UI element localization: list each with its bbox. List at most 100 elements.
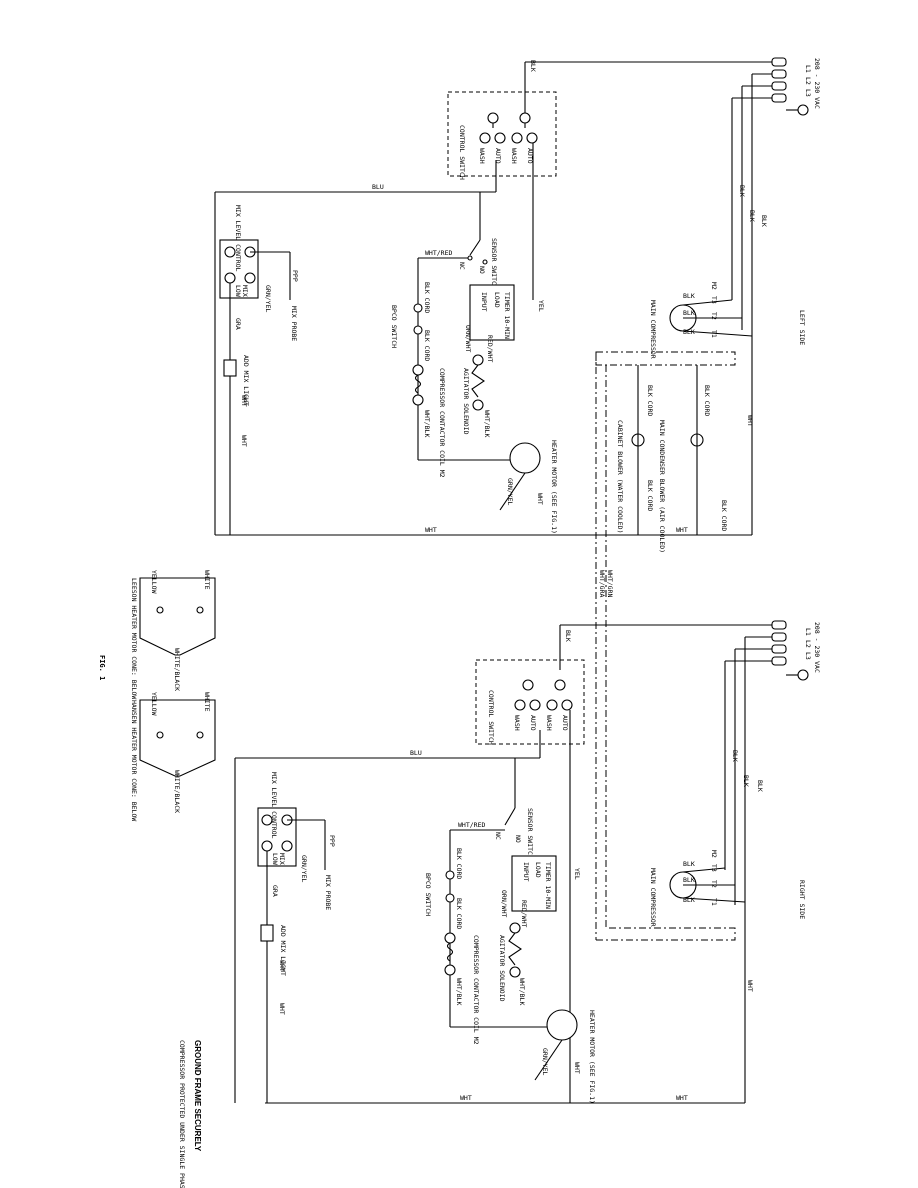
left-wire-blk-top: BLK xyxy=(529,60,537,72)
right-wire-blu: BLU xyxy=(410,749,422,757)
right-mix-probe: MIX PROBE xyxy=(324,875,332,910)
left-wire-blk-v3: BLK xyxy=(760,215,768,227)
right-main-compressor-label: MAIN COMPRESSOR xyxy=(649,868,657,927)
note-ground: GROUND FRAME SECURELY xyxy=(193,1040,202,1152)
left-sensor-no: NO xyxy=(478,266,486,274)
right-sensor-switch: SENSOR SWITCH xyxy=(526,808,534,859)
left-blk-cord-f: BLK CORD xyxy=(720,500,728,531)
right-control-switch-title: CONTROL SWITCH xyxy=(487,690,495,745)
right-mix-low: LOW xyxy=(271,853,279,865)
right-mix-label: MIX xyxy=(278,853,286,865)
right-wire-grn-yel: GRN/YEL xyxy=(300,855,308,882)
right-heater-motor xyxy=(546,1009,578,1041)
left-blk-cord-d: BLK CORD xyxy=(646,480,654,511)
right-m2: M2 xyxy=(710,850,718,858)
wire-wht-gra: WHT/GRA xyxy=(598,570,606,597)
right-mix-level-title: MIX LEVEL CONTROL xyxy=(270,772,278,839)
left-heater-motor-label: HEATER MOTOR (SEE FIG.1) xyxy=(550,440,558,534)
right-switch-wash-1: WASH xyxy=(513,715,521,731)
left-t1: T1 xyxy=(710,330,718,338)
right-wire-blk-c3: BLK xyxy=(683,896,695,904)
left-wire-blk-c3: BLK xyxy=(683,328,695,336)
right-l1: L1 xyxy=(804,628,812,636)
interconnect-lines: WHT/GRN WHT/GRA xyxy=(595,351,736,941)
right-add-mix-light-label: ADD MIX LIGHT xyxy=(279,925,287,976)
right-timer-title: TIMER 10-MIN xyxy=(544,862,552,909)
right-timer-load: LOAD xyxy=(534,862,542,878)
right-wire-orn-wht: ORN/WHT xyxy=(500,890,508,917)
right-mix-level-control xyxy=(257,807,326,1103)
figure-1: FIG. 1 LEESON HEATER MOTOR CONE: BELOW H… xyxy=(98,570,216,821)
right-wire-blk-v3: BLK xyxy=(756,780,764,792)
wire-wht-grn: WHT/GRN xyxy=(606,570,614,597)
left-wire-wht-v: WHT xyxy=(746,415,754,427)
left-condenser-blower-label: MAIN CONDENSER BLOWER (AIR COOLED) xyxy=(658,420,666,553)
fig-white-black-a: WHITE/BLACK xyxy=(173,648,181,691)
right-switch-auto-2: AUTO xyxy=(561,715,569,731)
left-wire-wht-2: WHT xyxy=(240,435,248,447)
right-wire-wht-right: WHT xyxy=(676,1094,688,1102)
left-wire-blk-v1: BLK xyxy=(738,185,746,197)
left-sensor-nc: NC xyxy=(458,262,466,270)
right-wire-red-wht: RED/WHT xyxy=(520,900,528,927)
left-cabinet-blower-label: CABINET BLOWER (WATER COOLED) xyxy=(616,420,624,534)
note-protection: COMPRESSOR PROTECTED UNDER SINGLE PHASE … xyxy=(178,1040,186,1188)
left-wire-wht-blk-a: WHT/BLK xyxy=(423,410,431,437)
right-wire-grn-yel-b: GRN/YEL xyxy=(541,1048,549,1075)
right-wire-blk-c2: BLK xyxy=(683,876,695,884)
right-side-label: RIGHT SIDE xyxy=(798,880,806,919)
left-side-circuit: L1 L2 L3 208 - 230 VAC CONTROL SWITCH AU… xyxy=(214,57,821,553)
right-wire-yel: YEL xyxy=(573,868,581,880)
left-switch-wash-2: WASH xyxy=(510,148,518,164)
right-wire-blk-c1: BLK xyxy=(683,860,695,868)
left-blk-cord-a: BLK CORD xyxy=(423,282,431,313)
left-wire-wht-c: WHT xyxy=(536,493,544,505)
left-wire-wht-blk-b: WHT/BLK xyxy=(483,410,491,437)
left-wire-wht-red: WHT/RED xyxy=(425,249,452,257)
left-l2: L2 xyxy=(804,77,812,85)
right-wire-wht-red: WHT/RED xyxy=(458,821,485,829)
right-wire-wht-blk-b: WHT/BLK xyxy=(518,978,526,1005)
right-wire-ppp: PPP xyxy=(328,835,336,847)
left-mix-level-control xyxy=(219,239,291,535)
fig-motor-b: HANSEN HEATER MOTOR CONE: BELOW xyxy=(130,700,138,821)
right-wire-wht-blk-a: WHT/BLK xyxy=(455,978,463,1005)
right-sensor-nc: NC xyxy=(494,832,502,840)
left-mix-low: LOW xyxy=(234,285,242,297)
right-add-mix-light xyxy=(260,924,274,942)
right-t2: T2 xyxy=(710,880,718,888)
right-blk-cord-a: BLK CORD xyxy=(455,848,463,879)
left-blk-cord-c: BLK CORD xyxy=(646,385,654,416)
left-control-switch xyxy=(447,91,557,300)
right-switch-auto-1: AUTO xyxy=(529,715,537,731)
left-t2: T2 xyxy=(710,312,718,320)
left-wire-wht-right: WHT xyxy=(676,526,688,534)
right-wire-wht-bottom: WHT xyxy=(460,1094,472,1102)
left-wire-blk-c1: BLK xyxy=(683,292,695,300)
left-timer xyxy=(469,284,515,341)
right-t1: T1 xyxy=(710,898,718,906)
right-timer-input: INPUT xyxy=(522,862,530,882)
right-sensor-no: NO xyxy=(514,835,522,843)
left-switch-auto-2: AUTO xyxy=(526,148,534,164)
right-heater-motor-label: HEATER MOTOR (SEE FIG.1) xyxy=(588,1010,596,1104)
left-mix-level-title: MIX LEVEL CONTROL xyxy=(234,205,242,272)
left-mix-label: MIX xyxy=(241,285,249,297)
fig-motor-a: LEESON HEATER MOTOR CONE: BELOW xyxy=(130,578,138,699)
left-mix-probe: MIX PROBE xyxy=(290,306,298,341)
left-main-compressor-label: MAIN COMPRESSOR xyxy=(649,300,657,359)
left-wire-wht-1: WHT xyxy=(240,395,248,407)
right-compressor-contactor: COMPRESSOR CONTACTOR COIL M2 xyxy=(472,935,480,1045)
left-wire-grn-yel-b: GRN/YEL xyxy=(506,478,514,505)
left-timer-input: INPUT xyxy=(480,292,488,312)
left-wire-gry: GRA xyxy=(234,318,242,330)
fig-white-black-b: WHITE/BLACK xyxy=(173,770,181,813)
left-wire-ppp: PPP xyxy=(291,270,299,282)
left-blk-cord-b: BLK CORD xyxy=(423,330,431,361)
left-t3: T3 xyxy=(710,296,718,304)
right-wire-blk-v1: BLK xyxy=(731,750,739,762)
right-bpco-switch: BPCO SWITCH xyxy=(424,873,432,916)
left-control-switch-title: CONTROL SWITCH xyxy=(458,125,466,180)
left-l1: L1 xyxy=(804,65,812,73)
left-voltage: 208 - 230 VAC xyxy=(813,58,821,109)
